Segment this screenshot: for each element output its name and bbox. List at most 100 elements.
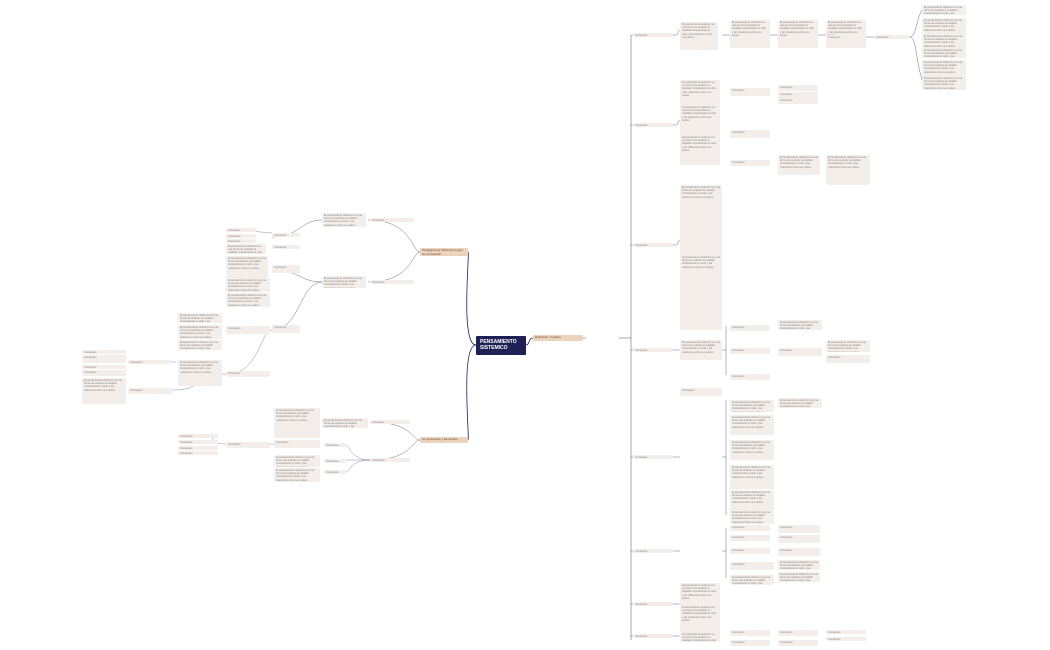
topic-node[interactable]: Conceptos xyxy=(730,640,770,646)
topic-detail-node[interactable]: El pensamiento sistémico es una forma de… xyxy=(226,278,270,292)
topic-node[interactable]: Conceptos xyxy=(778,640,818,646)
topic-node[interactable]: Conceptos xyxy=(826,637,866,641)
topic-detail-node[interactable]: El pensamiento sistémico es una forma de… xyxy=(680,22,718,50)
main-branch-left-bottom[interactable]: Componentes y elementos xyxy=(420,437,468,443)
topic-detail-node[interactable]: El pensamiento sistémico es una forma de… xyxy=(922,76,966,90)
topic-node[interactable]: Conceptos xyxy=(633,348,673,352)
topic-detail-node[interactable]: El pensamiento sistémico es una forma de… xyxy=(680,605,720,635)
topic-node[interactable]: Conceptos xyxy=(272,233,300,237)
main-branch-right[interactable]: Definición / Análisis xyxy=(533,335,583,341)
topic-detail-node[interactable]: El pensamiento sistémico es una forma de… xyxy=(778,398,822,408)
topic-detail-node[interactable]: El pensamiento sistémico es una forma de… xyxy=(778,320,822,330)
topic-detail-node[interactable]: El pensamiento sistémico es una forma de… xyxy=(680,135,720,165)
topic-node[interactable]: Conceptos xyxy=(730,348,770,354)
topic-node[interactable]: Conceptos xyxy=(633,634,673,638)
topic-detail-node[interactable]: El pensamiento sistémico es una forma de… xyxy=(226,256,268,278)
topic-node[interactable]: Conceptos xyxy=(370,218,414,222)
topic-detail-node[interactable]: El pensamiento sistémico es una forma de… xyxy=(730,510,774,524)
topic-node[interactable]: Conceptos xyxy=(82,370,126,376)
topic-node[interactable]: Conceptos xyxy=(324,470,346,474)
topic-node[interactable]: Conceptos xyxy=(178,434,218,438)
central-topic-node[interactable]: PENSAMIENTO SISTEMICO xyxy=(476,336,526,355)
topic-detail-node[interactable]: El pensamiento sistémico es una forma de… xyxy=(730,400,774,412)
topic-detail-node[interactable]: El pensamiento sistémico es una forma de… xyxy=(922,48,966,58)
topic-node[interactable]: Conceptos xyxy=(826,630,866,634)
topic-detail-node[interactable]: El pensamiento sistémico es una forma de… xyxy=(826,155,870,185)
topic-node[interactable]: Conceptos xyxy=(272,325,300,333)
topic-detail-node[interactable]: El pensamiento sistémico es una forma de… xyxy=(778,560,820,570)
topic-detail-node[interactable]: El pensamiento sistémico es una forma de… xyxy=(274,408,320,438)
topic-detail-node[interactable]: El pensamiento sistémico es una forma de… xyxy=(730,440,774,460)
main-branch-left-top[interactable]: Paradigma de Sistemas según su concepció… xyxy=(420,248,468,256)
topic-node[interactable]: Conceptos xyxy=(274,440,320,448)
topic-detail-node[interactable]: El pensamiento sistémico es una forma de… xyxy=(226,293,270,307)
topic-detail-node[interactable]: El pensamiento sistémico es una forma de… xyxy=(730,490,774,510)
topic-detail-node[interactable]: El pensamiento sistémico es una forma de… xyxy=(826,340,870,352)
topic-detail-node[interactable]: El pensamiento sistémico es una forma de… xyxy=(730,575,774,585)
topic-node[interactable]: Conceptos xyxy=(730,88,770,96)
topic-node[interactable]: Conceptos xyxy=(272,265,300,273)
topic-node[interactable]: Conceptos xyxy=(370,458,410,462)
topic-detail-node[interactable]: El pensamiento sistémico es una forma de… xyxy=(730,415,774,435)
topic-node[interactable]: Conceptos xyxy=(226,371,270,377)
topic-node[interactable]: Conceptos xyxy=(730,630,770,636)
topic-node[interactable]: Conceptos xyxy=(778,85,818,91)
topic-node[interactable]: Conceptos xyxy=(128,388,172,394)
topic-detail-node[interactable]: El pensamiento sistémico es una forma de… xyxy=(826,20,866,48)
topic-detail-node[interactable]: El pensamiento sistémico es una forma de… xyxy=(778,572,820,582)
topic-detail-node[interactable]: El pensamiento sistémico es una forma de… xyxy=(922,5,966,15)
topic-node[interactable]: Conceptos xyxy=(633,123,673,127)
topic-node[interactable]: Conceptos xyxy=(778,348,822,356)
topic-node[interactable]: Conceptos xyxy=(730,160,770,166)
topic-node[interactable]: Conceptos xyxy=(324,459,346,463)
topic-detail-node[interactable]: El pensamiento sistémico es una forma de… xyxy=(226,244,266,254)
topic-detail-node[interactable]: El pensamiento sistémico es una forma de… xyxy=(922,34,966,48)
topic-detail-node[interactable]: El pensamiento sistémico es una forma de… xyxy=(178,313,222,323)
topic-node[interactable]: Conceptos xyxy=(324,443,346,447)
topic-detail-node[interactable]: El pensamiento sistémico es una forma de… xyxy=(82,378,126,404)
topic-detail-node[interactable]: El pensamiento sistémico es una forma de… xyxy=(680,255,722,330)
topic-detail-node[interactable]: El pensamiento sistémico es una forma de… xyxy=(274,455,320,467)
topic-node[interactable]: Conceptos xyxy=(226,228,256,232)
topic-detail-node[interactable]: El pensamiento sistémico es una forma de… xyxy=(730,20,770,48)
topic-node[interactable]: Conceptos xyxy=(730,374,770,380)
topic-detail-node[interactable]: El pensamiento sistémico es una forma de… xyxy=(680,632,720,642)
topic-node[interactable]: Conceptos xyxy=(178,446,218,450)
topic-node[interactable]: Conceptos xyxy=(778,92,818,98)
topic-node[interactable]: Conceptos xyxy=(226,239,256,243)
topic-node[interactable]: Conceptos xyxy=(370,420,410,424)
topic-detail-node[interactable]: El pensamiento sistémico es una forma de… xyxy=(680,340,722,360)
topic-node[interactable]: Conceptos xyxy=(826,355,870,363)
topic-detail-node[interactable]: El pensamiento sistémico es una forma de… xyxy=(778,20,818,48)
topic-detail-node[interactable]: El pensamiento sistémico es una forma de… xyxy=(322,213,366,227)
topic-node[interactable]: Conceptos xyxy=(730,535,770,541)
topic-detail-node[interactable]: El pensamiento sistémico es una forma de… xyxy=(178,360,222,386)
topic-node[interactable]: Conceptos xyxy=(778,525,820,533)
topic-node[interactable]: Conceptos xyxy=(826,35,866,39)
topic-node[interactable]: Conceptos xyxy=(226,326,270,334)
topic-node[interactable]: Conceptos xyxy=(226,234,256,238)
topic-node[interactable]: Conceptos xyxy=(778,98,818,104)
topic-node[interactable]: Conceptos xyxy=(778,630,818,636)
topic-node[interactable]: Conceptos xyxy=(128,360,172,364)
topic-detail-node[interactable]: El pensamiento sistémico es una forma de… xyxy=(680,185,722,255)
topic-node[interactable]: Conceptos xyxy=(730,548,770,554)
topic-node[interactable]: Conceptos xyxy=(633,243,673,247)
topic-detail-node[interactable]: El pensamiento sistémico es una forma de… xyxy=(322,418,368,428)
topic-node[interactable]: Conceptos xyxy=(730,130,770,138)
topic-detail-node[interactable]: El pensamiento sistémico es una forma de… xyxy=(680,105,720,135)
topic-node[interactable]: Conceptos xyxy=(874,35,910,39)
topic-detail-node[interactable]: El pensamiento sistémico es una forma de… xyxy=(730,465,774,489)
topic-node[interactable]: Conceptos xyxy=(778,535,820,543)
topic-node[interactable]: Conceptos xyxy=(82,365,126,369)
topic-node[interactable]: Conceptos xyxy=(178,451,218,455)
topic-detail-node[interactable]: El pensamiento sistémico es una forma de… xyxy=(274,468,320,482)
topic-detail-node[interactable]: El pensamiento sistémico es una forma de… xyxy=(178,325,222,339)
topic-node[interactable]: Conceptos xyxy=(82,350,126,354)
topic-node[interactable]: Conceptos xyxy=(633,33,673,37)
topic-node[interactable]: Conceptos xyxy=(226,442,270,448)
topic-detail-node[interactable]: El pensamiento sistémico es una forma de… xyxy=(322,276,366,288)
topic-node[interactable]: Conceptos xyxy=(633,549,673,553)
topic-node[interactable]: Conceptos xyxy=(730,562,774,570)
topic-detail-node[interactable]: El pensamiento sistémico es una forma de… xyxy=(922,18,966,34)
